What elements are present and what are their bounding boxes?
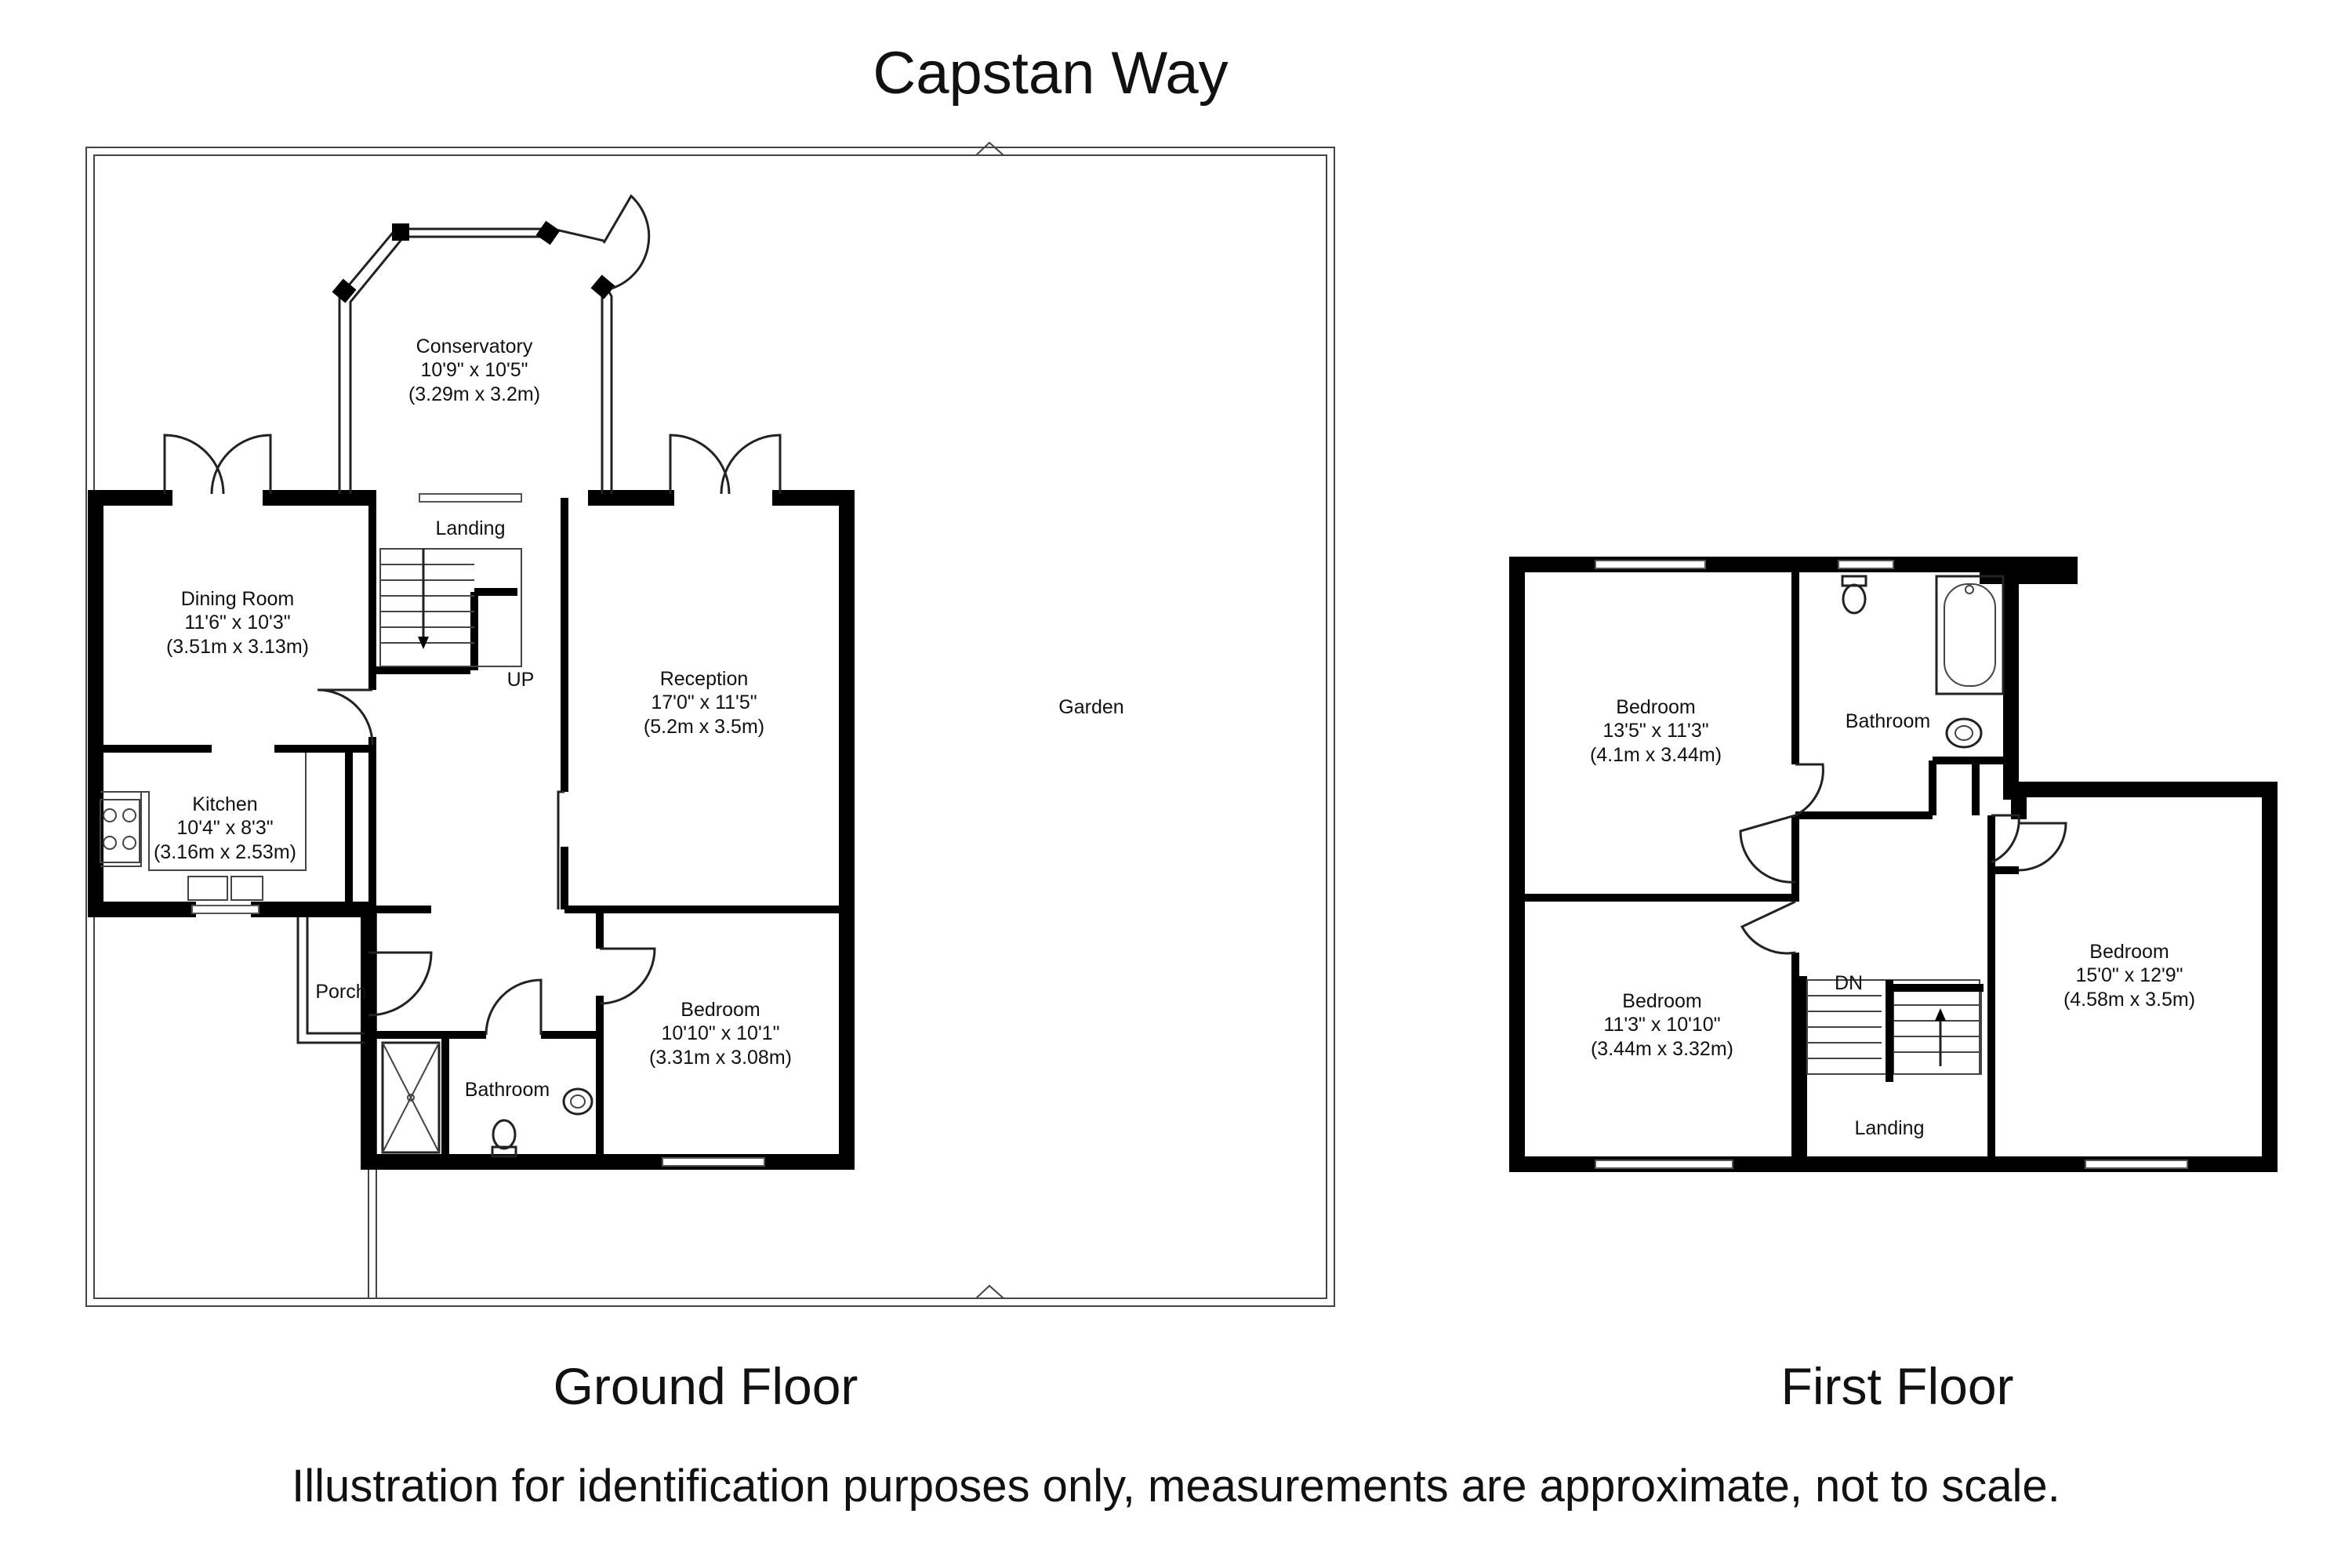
window-icon: [1595, 560, 2188, 1169]
bath-icon: [1935, 575, 2005, 695]
bedroom-ground-metric: (3.31m x 3.08m): [649, 1047, 792, 1069]
bedroom3-name: Bedroom: [2089, 941, 2169, 963]
door-swing-icon: [163, 194, 782, 1036]
bedroom-ground-name: Bedroom: [681, 999, 760, 1021]
bedroom2-metric: (3.44m x 3.32m): [1591, 1038, 1733, 1060]
bedroom3-metric: (4.58m x 3.5m): [2063, 989, 2195, 1011]
kitchen-metric: (3.16m x 2.53m): [154, 841, 296, 863]
ground-internal-walls: [96, 498, 847, 1162]
window-icon: [191, 493, 765, 1167]
door-swing-icon: [1739, 763, 2067, 955]
stairs-down-label: DN: [1835, 972, 1863, 994]
page-title: Capstan Way: [873, 40, 1229, 107]
bedroom1-imperial: 13'5" x 11'3": [1602, 720, 1708, 742]
basin-icon: [1945, 717, 1983, 749]
reception-metric: (5.2m x 3.5m): [644, 716, 764, 738]
bedroom-ground-imperial: 10'10" x 10'1": [661, 1022, 779, 1044]
bathroom-ground-label: Bathroom: [465, 1079, 550, 1101]
dining-name: Dining Room: [181, 588, 295, 610]
first-floor-plan: Bedroom 13'5" x 11'3" (4.1m x 3.44m) Bat…: [1509, 557, 2278, 1172]
bedroom1-name: Bedroom: [1616, 696, 1695, 718]
landing-first-label: Landing: [1855, 1117, 1925, 1139]
hob-icon: [100, 799, 140, 863]
porch-outline: [296, 917, 365, 1044]
garden-label: Garden: [1058, 696, 1123, 718]
bedroom2-imperial: 11'3" x 10'10": [1603, 1014, 1720, 1036]
conservatory-imperial: 10'9" x 10'5": [420, 359, 528, 381]
dining-imperial: 11'6" x 10'3": [184, 612, 290, 633]
ground-floor-plan: Conservatory 10'9" x 10'5" (3.29m x 3.2m…: [85, 141, 1335, 1307]
stairs-icon: [1806, 979, 1984, 1082]
bedroom1-metric: (4.1m x 3.44m): [1590, 744, 1722, 766]
conservatory-metric: (3.29m x 3.2m): [408, 383, 540, 405]
kitchen-worktop: [100, 791, 142, 867]
reception-name: Reception: [660, 668, 749, 690]
kitchen-imperial: 10'4" x 8'3": [176, 817, 273, 839]
shower-icon: [381, 1041, 441, 1154]
reception-imperial: 17'0" x 11'5": [651, 691, 757, 713]
bathroom-first-label: Bathroom: [1846, 710, 1930, 732]
bedroom3-imperial: 15'0" x 12'9": [2075, 964, 2183, 986]
first-floor-caption: First Floor: [1780, 1357, 2014, 1415]
porch-label: Porch: [315, 981, 366, 1003]
ground-floor-caption: Ground Floor: [553, 1357, 858, 1415]
kitchen-name: Kitchen: [192, 793, 257, 815]
disclaimer-text: Illustration for identification purposes…: [292, 1461, 2060, 1512]
toilet-icon: [491, 1119, 517, 1158]
bedroom2-name: Bedroom: [1622, 990, 1701, 1012]
kitchen-worktop: [100, 753, 307, 871]
conservatory-name: Conservatory: [416, 336, 533, 358]
conservatory-frame: [332, 220, 615, 494]
dining-metric: (3.51m x 3.13m): [166, 636, 309, 658]
basin-icon: [562, 1087, 593, 1116]
landing-label: Landing: [436, 517, 506, 539]
toilet-icon: [1841, 575, 1867, 615]
stairs-icon: [379, 548, 522, 667]
first-internal-walls: [1517, 564, 2019, 1164]
stairs-up-label: UP: [507, 669, 535, 691]
sink-icon: [187, 876, 263, 901]
